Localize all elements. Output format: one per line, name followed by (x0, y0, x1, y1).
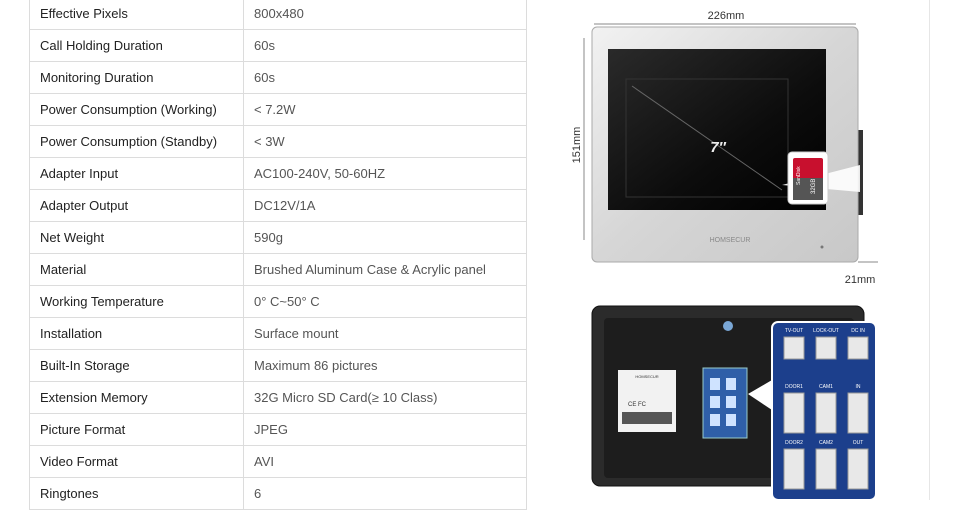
monitor-front-drawing: 226mm 151mm 21mm 7″ HOMSECUR SanDisk 32G… (571, 10, 878, 286)
spec-key: Effective Pixels (29, 0, 244, 30)
spec-row: Power Consumption (Standby)< 3W (29, 125, 527, 158)
spec-key: Call Holding Duration (29, 29, 244, 62)
port-connector (815, 336, 837, 360)
diagonal-arrow (631, 85, 783, 191)
screen-size-label: 7″ (710, 139, 726, 156)
spec-value: Maximum 86 pictures (243, 349, 527, 382)
connector-block (702, 367, 748, 439)
spec-value: 590g (243, 221, 527, 254)
port-label: TV-OUT (785, 328, 803, 334)
sd-card-lower (793, 178, 823, 200)
page-border (929, 0, 930, 500)
port-label: OUT (853, 440, 864, 446)
port-label: CAM2 (819, 440, 833, 446)
spec-value: AVI (243, 445, 527, 478)
brand-label: HOMSECUR (710, 237, 751, 244)
port-label: DOOR2 (785, 440, 803, 446)
spec-key: Power Consumption (Working) (29, 93, 244, 126)
spec-value: 32G Micro SD Card(≥ 10 Class) (243, 381, 527, 414)
spec-value: < 3W (243, 125, 527, 158)
width-label: 226mm (708, 10, 745, 22)
connector-pins (710, 378, 736, 426)
spec-key: Monitoring Duration (29, 61, 244, 94)
spec-value: 60s (243, 61, 527, 94)
barcode (622, 412, 672, 424)
spec-key: Adapter Input (29, 157, 244, 190)
spec-key: Picture Format (29, 413, 244, 446)
label-cert: CE FC (628, 402, 647, 408)
spec-value: < 7.2W (243, 93, 527, 126)
spec-key: Extension Memory (29, 381, 244, 414)
spec-value: DC12V/1A (243, 189, 527, 222)
spec-value: 6 (243, 477, 527, 510)
port-connector (783, 336, 805, 360)
board-callout-arrow (748, 380, 772, 410)
sd-brand: SanDisk (796, 166, 802, 185)
spec-value: JPEG (243, 413, 527, 446)
monitor-front-image: 226mm 151mm 21mm 7″ HOMSECUR SanDisk 32G… (560, 0, 890, 295)
spec-key: Built-In Storage (29, 349, 244, 382)
port-connector (783, 448, 805, 490)
port-connector (783, 392, 805, 434)
port-connector (847, 392, 869, 434)
port-label: IN (856, 384, 861, 390)
label-brand: HOMSECUR (635, 374, 658, 379)
height-label: 151mm (571, 127, 583, 164)
spec-key: Working Temperature (29, 285, 244, 318)
spec-key: Ringtones (29, 477, 244, 510)
spec-value: Surface mount (243, 317, 527, 350)
spec-key: Material (29, 253, 244, 286)
spec-row: Power Consumption (Working)< 7.2W (29, 93, 527, 126)
power-led (820, 245, 824, 249)
spec-key: Installation (29, 317, 244, 350)
spec-value: 0° C~50° C (243, 285, 527, 318)
screen-inner (625, 78, 789, 198)
port-connector (815, 392, 837, 434)
port-label: DC IN (851, 328, 865, 334)
spec-value: 800x480 (243, 0, 527, 30)
sd-capacity: 32GB (811, 179, 817, 194)
spec-value: AC100-240V, 50-60HZ (243, 157, 527, 190)
port-connector (847, 336, 869, 360)
spec-key: Net Weight (29, 221, 244, 254)
port-label: DOOR1 (785, 384, 803, 390)
port-connector (847, 448, 869, 490)
port-connector (815, 448, 837, 490)
board-ports: TV-OUT LOCK-OUT DC IN DOOR1 CAM1 IN DOOR2 CAM2 O… (783, 328, 869, 490)
depth-label: 21mm (845, 274, 876, 286)
spec-key: Adapter Output (29, 189, 244, 222)
port-label: LOCK-OUT (813, 328, 839, 334)
spec-value: 60s (243, 29, 527, 62)
spec-key: Video Format (29, 445, 244, 478)
spec-value: Brushed Aluminum Case & Acrylic panel (243, 253, 527, 286)
mount-screw (723, 321, 733, 331)
spec-key: Power Consumption (Standby) (29, 125, 244, 158)
port-label: CAM1 (819, 384, 833, 390)
